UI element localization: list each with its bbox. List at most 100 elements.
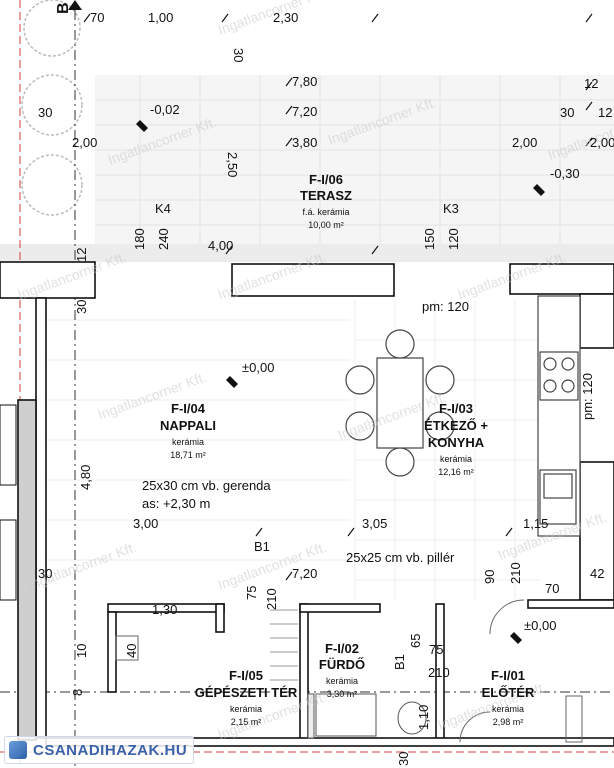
dim-label: 2,50 [225,152,240,177]
terrace-grid [95,75,614,245]
dim-label: 120 [446,228,461,250]
wall-top-middle [231,263,395,297]
logo-mark-icon [9,741,27,759]
dim-label: 7,80 [292,74,317,89]
room-name: NAPPALI [160,418,216,433]
room-area: 12,16 m² [438,467,474,477]
toilet [397,701,427,735]
room-material: kerámia [172,437,204,447]
room-material: kerámia [230,704,262,714]
wall-interior-2 [107,611,117,693]
dim-label: 3,05 [362,516,387,531]
dim-label: 180 [132,228,147,250]
room-etkezo: F-I/03 ÉTKEZŐ + KONYHA kerámia 12,16 m² [424,401,488,477]
dim-label: 12 [584,76,598,91]
dim-label: B1 [254,539,270,554]
dimension-labels: 70 1,00 2,30 30 7,80 7,20 3,80 30 -0,02 … [38,10,614,766]
dim-label: 4,80 [78,465,93,490]
room-material: kerámia [326,676,358,686]
dim-label: 90 [482,570,497,584]
room-eloter: F-I/01 ELŐTÉR kerámia 2,98 m² [482,668,535,727]
room-name: ÉTKEZŐ + [424,418,488,433]
dim-label: 75 [429,642,443,657]
pm-note-right: pm: 120 [580,373,595,420]
room-area: 3,30 m² [327,689,358,699]
dim-label: 8 [70,689,85,696]
dim-label: 1,30 [152,602,177,617]
pillar-note: 25x25 cm vb. pillér [346,550,455,565]
dim-label: 12 [74,248,89,262]
level-label: ±0,00 [242,360,274,375]
dim-label: 30 [38,105,52,120]
dim-label: 65 [408,634,423,648]
room-material: kerámia [440,454,472,464]
doors [115,599,583,743]
wall-top-left [0,261,96,299]
room-furdo: F-I/02 FÜRDŐ kerámia 3,30 m² [319,641,365,699]
dim-label: K3 [443,201,459,216]
room-material: kerámia [492,704,524,714]
room-terasz: F-I/06 TERASZ f.á. kerámia 10,00 m² [300,172,352,230]
site-logo: CSANADIHAZAK.HU [4,736,195,764]
room-nappali: F-I/04 NAPPALI kerámia 18,71 m² [160,401,216,460]
shrub-icons [21,0,83,216]
dim-label: 2,00 [590,135,614,150]
room-code: F-I/05 [229,668,263,683]
dim-label: 12 [598,105,612,120]
dim-label: 30 [38,566,52,581]
dim-label: 10 [74,644,89,658]
section-arrow-icon [68,0,82,10]
dim-label: 1,15 [523,516,548,531]
dim-label: 40 [124,644,139,658]
wall-right-upper [579,293,614,349]
dim-label: 150 [422,228,437,250]
logo-text: CSANADIHAZAK.HU [33,741,188,759]
room-material: f.á. kerámia [302,207,349,217]
dim-label: 30 [231,48,246,62]
dim-label: 210 [428,665,450,680]
level-label: -0,02 [150,102,180,117]
room-area: 18,71 m² [170,450,206,460]
wall-bath-top [299,603,381,613]
dim-label: 7,20 [292,104,317,119]
room-name: FÜRDŐ [319,657,365,672]
dim-label: 210 [508,562,523,584]
wall-bath-left [299,603,309,745]
dim-label: B1 [392,654,407,670]
dim-label: 30 [560,105,574,120]
dim-label: 70 [545,581,559,596]
beam-height-note: as: +2,30 m [142,496,210,511]
dim-label: 30 [396,752,411,766]
dim-label: 1,00 [148,10,173,25]
room-code: F-I/06 [309,172,343,187]
bathtub [315,693,377,737]
dim-label: 30 [74,300,89,314]
room-name: TERASZ [300,188,352,203]
dim-label: 240 [156,228,171,250]
dim-label: 1,10 [416,705,431,730]
room-area: 10,00 m² [308,220,344,230]
wall-top-right [509,263,614,295]
left-windows [0,404,17,601]
dim-label: K4 [155,201,171,216]
room-code: F-I/01 [491,668,525,683]
dim-label: 2,00 [512,135,537,150]
wall-left-fill [17,399,37,741]
wall-right-mid [527,599,614,609]
wall-left [35,297,47,739]
room-name-2: KONYHA [428,435,485,450]
wall-right-lower [579,461,614,601]
dining-set [345,329,455,477]
level-label: ±0,00 [524,618,556,633]
bath-fixtures [307,693,427,739]
dim-label: 42 [590,566,604,581]
level-label: -0,30 [550,166,580,181]
room-name: ELŐTÉR [482,685,535,700]
section-marker-label: B [55,2,72,14]
room-gepeszeti: F-I/05 GÉPÉSZETI TÉR kerámia 2,15 m² [195,668,298,727]
room-name: GÉPÉSZETI TÉR [195,685,298,700]
room-area: 2,98 m² [493,717,524,727]
room-code: F-I/02 [325,641,359,656]
wall-interior-3 [215,603,225,633]
stairs [270,609,298,681]
